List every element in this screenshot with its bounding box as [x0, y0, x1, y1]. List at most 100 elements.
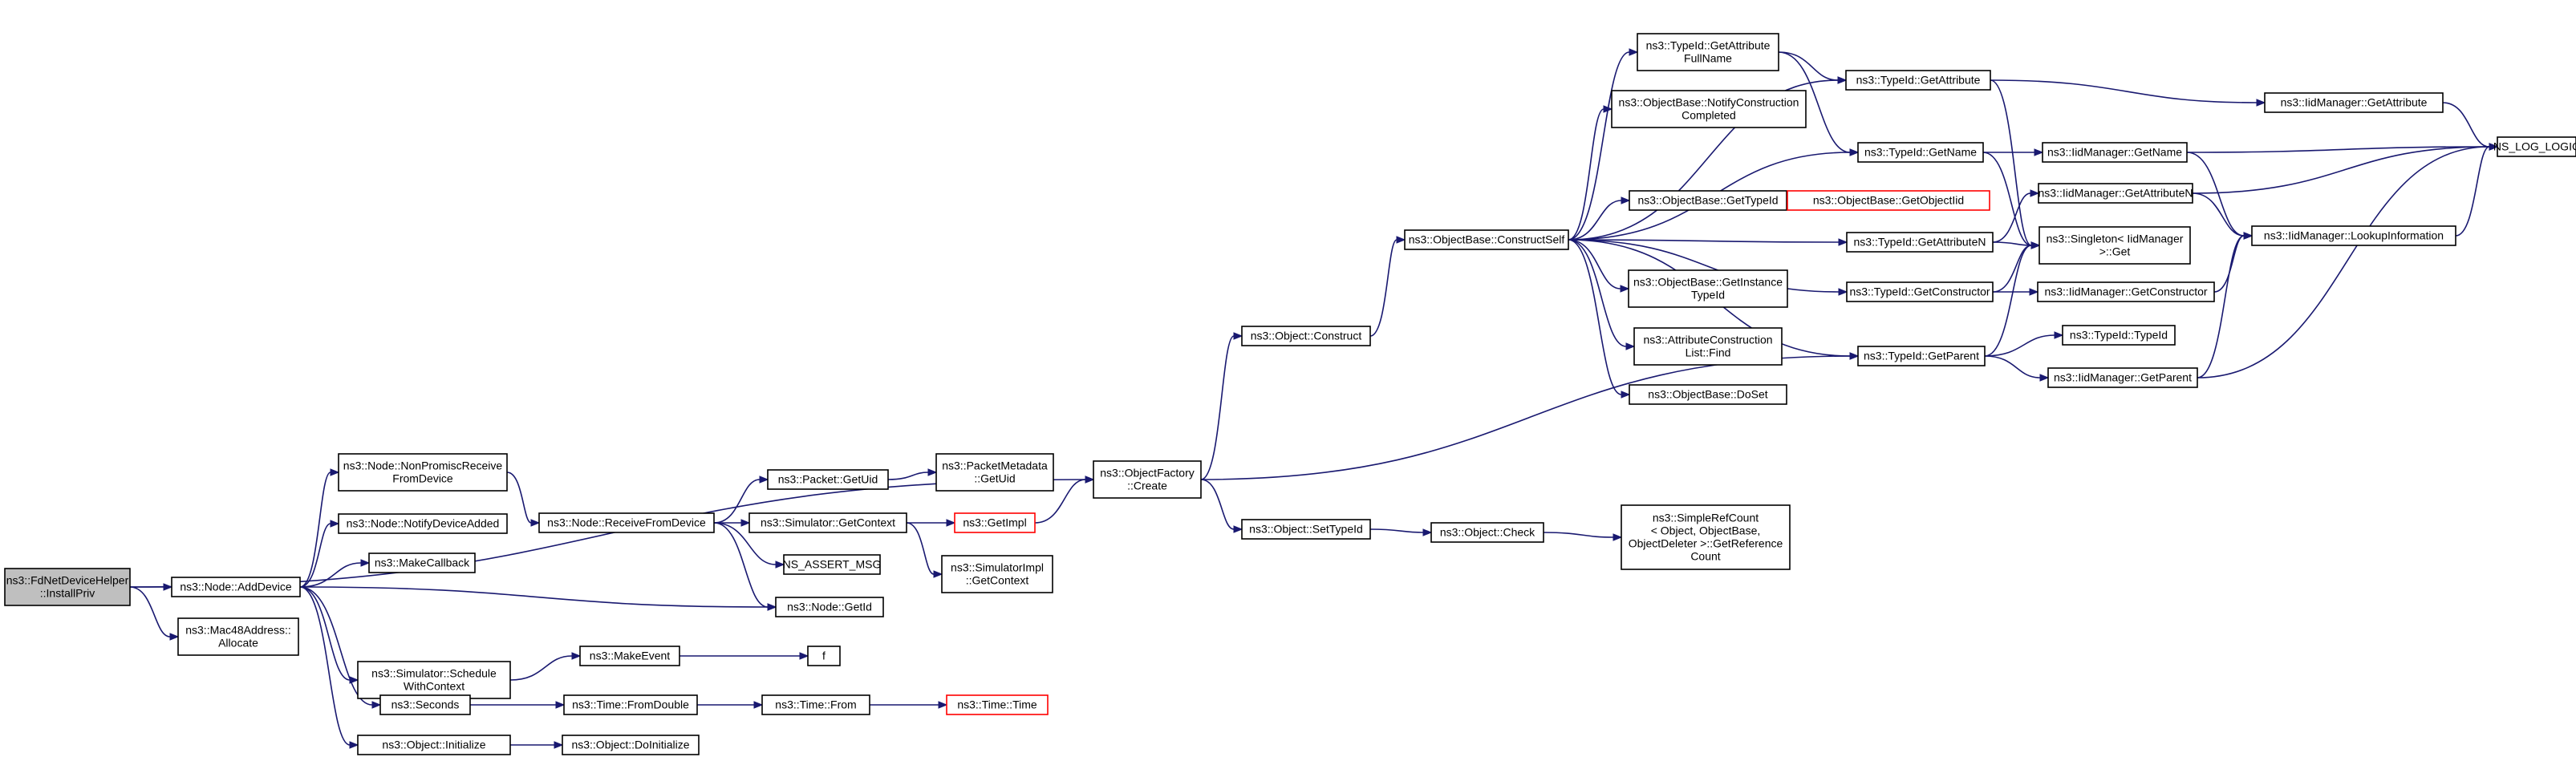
node-box	[941, 555, 1053, 593]
node-doinit[interactable]: ns3::Object::DoInitialize	[562, 735, 700, 755]
edge-iidgetname-to-iidlookup	[2186, 152, 2253, 240]
node-getobjectiid[interactable]: ns3::ObjectBase::GetObjectIid	[1787, 190, 1990, 211]
edge-line	[2186, 152, 2245, 237]
edge-line	[1568, 239, 1840, 293]
edge-adddevice-to-nonpromisc	[299, 468, 340, 588]
edge-line	[1568, 108, 1604, 241]
node-notifyconstruction[interactable]: ns3::ObjectBase::NotifyConstructionCompl…	[1611, 90, 1807, 128]
edge-constructself-to-attrconstfind	[1568, 239, 1636, 350]
edge-adddevice-to-objinit	[299, 586, 359, 749]
node-box	[2047, 367, 2198, 388]
node-label: ns3::ObjectBase::GetObjectIid	[1813, 193, 1964, 206]
node-tgetname[interactable]: ns3::TypeId::GetName	[1857, 142, 1984, 163]
node-tgetattributen[interactable]: ns3::TypeId::GetAttributeN	[1846, 232, 1994, 253]
node-doset[interactable]: ns3::ObjectBase::DoSet	[1629, 384, 1787, 405]
edge-arrowhead	[554, 741, 564, 749]
node-label: >::Get	[2099, 245, 2131, 257]
node-iidgetconstructor[interactable]: ns3::IidManager::GetConstructor	[2037, 281, 2215, 302]
node-box	[1611, 90, 1807, 128]
node-timetime[interactable]: ns3::Time::Time	[946, 694, 1049, 715]
node-label: ns3::IidManager::GetConstructor	[2044, 285, 2207, 298]
node-label: Allocate	[218, 636, 258, 649]
node-iidgetattributen[interactable]: ns3::IidManager::GetAttributeN	[2038, 183, 2193, 204]
node-label: ns3::IidManager::GetAttributeN	[2038, 186, 2193, 199]
node-pmgetuid[interactable]: ns3::PacketMetadata::GetUid	[935, 453, 1054, 492]
node-settypeid[interactable]: ns3::Object::SetTypeId	[1241, 519, 1371, 540]
node-objinit[interactable]: ns3::Object::Initialize	[357, 735, 511, 755]
node-label: ObjectDeleter >::GetReference	[1629, 536, 1783, 549]
node-box	[2038, 226, 2191, 265]
edge-arrowhead	[2054, 331, 2064, 339]
node-objcheck[interactable]: ns3::Object::Check	[1430, 522, 1544, 543]
node-nodegetid[interactable]: ns3::Node::GetId	[775, 597, 884, 617]
node-box	[783, 554, 881, 575]
edge-constructself-to-getattrfullname	[1568, 48, 1639, 241]
edge-line	[1984, 355, 2041, 378]
node-notifyadded[interactable]: ns3::Node::NotifyDeviceAdded	[338, 513, 508, 534]
edge-line	[1034, 479, 1086, 524]
node-iidlookup[interactable]: ns3::IidManager::LookupInformation	[2251, 225, 2456, 246]
node-singleton[interactable]: ns3::Singleton< IidManager>::Get	[2038, 226, 2191, 265]
node-tgetconstructor[interactable]: ns3::TypeId::GetConstructor	[1846, 281, 1994, 302]
node-box	[1629, 190, 1787, 211]
node-tgetattribute[interactable]: ns3::TypeId::GetAttribute	[1845, 70, 1991, 91]
node-iidgetparent[interactable]: ns3::IidManager::GetParent	[2047, 367, 2198, 388]
node-mac48[interactable]: ns3::Mac48Address::Allocate	[177, 617, 299, 656]
node-label: ns3::MakeEvent	[590, 649, 670, 662]
node-label: ns3::IidManager::GetName	[2047, 145, 2182, 158]
node-label: ns3::TypeId::TypeId	[2070, 328, 2168, 341]
edge-arrowhead	[371, 701, 382, 709]
node-box	[1846, 232, 1994, 253]
edge-arrowhead	[330, 520, 340, 528]
node-timefrom[interactable]: ns3::Time::From	[761, 694, 870, 715]
edge-constructself-to-tgetconstructor	[1568, 239, 1848, 296]
edge-receivefrom-to-getuid	[713, 476, 769, 524]
node-simplerefcount[interactable]: ns3::SimpleRefCount< Object, ObjectBase,…	[1621, 504, 1791, 570]
node-tgetparent[interactable]: ns3::TypeId::GetParent	[1857, 346, 1986, 366]
node-iidgetname[interactable]: ns3::IidManager::GetName	[2042, 142, 2188, 163]
node-assertmsg[interactable]: NS_ASSERT_MSG	[783, 554, 882, 575]
node-objconstruct[interactable]: ns3::Object::Construct	[1241, 326, 1371, 346]
node-adddevice[interactable]: ns3::Node::AddDevice	[171, 577, 301, 597]
edge-line	[1369, 239, 1398, 337]
edge-line	[1568, 200, 1622, 241]
node-box	[562, 735, 700, 755]
node-getcontext[interactable]: ns3::Simulator::GetContext	[748, 512, 907, 533]
node-constructself[interactable]: ns3::ObjectBase::ConstructSelf	[1404, 229, 1569, 250]
edge-receivefrom-to-nodegetid	[713, 522, 777, 611]
edge-line	[2197, 235, 2245, 378]
node-getuid[interactable]: ns3::Packet::GetUid	[767, 469, 889, 490]
edge-line	[509, 655, 573, 681]
edge-arrowhead	[2030, 189, 2040, 197]
node-getimpl[interactable]: ns3::GetImpl	[954, 512, 1036, 533]
node-label: ns3::ObjectBase::DoSet	[1648, 387, 1768, 400]
node-obgettypeid[interactable]: ns3::ObjectBase::GetTypeId	[1629, 190, 1787, 211]
edge-arrowhead	[1838, 288, 1848, 296]
edge-tgetconstructor-to-iidgetconstructor	[1993, 288, 2039, 296]
node-seconds[interactable]: ns3::Seconds	[379, 694, 471, 715]
edge-fromdouble-to-timefrom	[697, 701, 764, 709]
node-box	[935, 453, 1054, 492]
node-box	[2038, 183, 2193, 204]
node-iidgetattribute[interactable]: ns3::IidManager::GetAttribute	[2264, 92, 2444, 113]
node-simimplctx[interactable]: ns3::SimulatorImpl::GetContext	[941, 555, 1053, 593]
node-box	[1430, 522, 1544, 543]
edge-line	[299, 472, 331, 588]
node-makeevent[interactable]: ns3::MakeEvent	[579, 646, 680, 666]
edge-getattrfullname-to-tgetname	[1778, 51, 1860, 156]
edge-line	[1984, 334, 2055, 357]
edge-arrowhead	[1838, 238, 1848, 246]
node-makecallback[interactable]: ns3::MakeCallback	[368, 552, 476, 573]
node-f[interactable]: f	[807, 646, 841, 666]
node-nslog[interactable]: NS_LOG_LOGIC	[2493, 136, 2576, 157]
node-ttypeid[interactable]: ns3::TypeId::TypeId	[2062, 325, 2176, 346]
node-fromdouble[interactable]: ns3::Time::FromDouble	[563, 694, 698, 715]
node-receivefrom[interactable]: ns3::Node::ReceiveFromDevice	[538, 512, 715, 533]
node-ofcreate[interactable]: ns3::ObjectFactory::Create	[1093, 460, 1202, 499]
